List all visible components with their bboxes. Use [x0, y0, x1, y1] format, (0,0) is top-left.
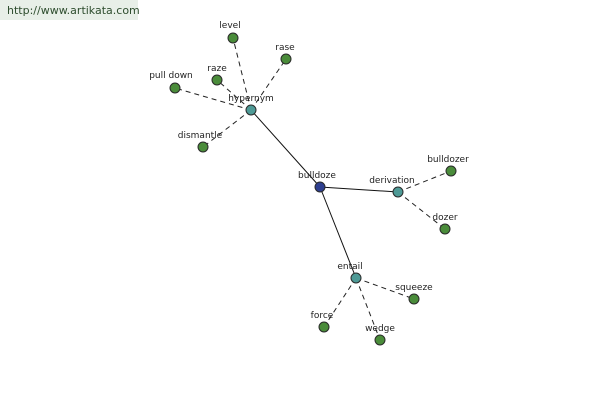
node-bulldozer[interactable] [445, 165, 457, 177]
graph-labels: bulldoze hypernym derivation entail level ras… [149, 21, 469, 334]
edge-derivation-dozer [397, 191, 446, 230]
label-derivation: derivation [369, 176, 415, 186]
node-hypernym[interactable] [245, 104, 257, 116]
label-wedge: wedge [365, 324, 395, 334]
graph-edges [174, 37, 452, 341]
node-bulldoze[interactable] [314, 181, 326, 193]
graph-nodes [169, 32, 457, 346]
edge-hypernym-level [232, 37, 252, 111]
edge-entail-wedge [355, 277, 381, 341]
node-wedge[interactable] [374, 334, 386, 346]
edge-hypernym-rase [250, 58, 287, 111]
node-dismantle[interactable] [197, 141, 209, 153]
edge-bulldoze-derivation [319, 186, 399, 193]
node-entail[interactable] [350, 272, 362, 284]
node-raze[interactable] [211, 74, 223, 86]
label-pull-down: pull down [149, 71, 193, 81]
edge-entail-squeeze [355, 277, 415, 300]
label-rase: rase [275, 43, 295, 53]
edge-hypernym-dismantle [202, 109, 252, 148]
edge-hypernym-pull_down [174, 87, 252, 111]
node-force[interactable] [318, 321, 330, 333]
edge-bulldoze-hypernym [250, 109, 321, 188]
edge-entail-force [323, 277, 357, 328]
node-squeeze[interactable] [408, 293, 420, 305]
node-pull-down[interactable] [169, 82, 181, 94]
edge-derivation-bulldozer [397, 170, 452, 193]
edge-hypernym-raze [216, 79, 252, 111]
label-hypernym: hypernym [228, 94, 274, 104]
node-level[interactable] [227, 32, 239, 44]
label-force: force [311, 311, 334, 321]
label-bulldoze: bulldoze [298, 171, 336, 181]
label-squeeze: squeeze [395, 283, 433, 293]
node-dozer[interactable] [439, 223, 451, 235]
label-dozer: dozer [432, 213, 457, 223]
label-level: level [219, 21, 240, 31]
node-derivation[interactable] [392, 186, 404, 198]
label-bulldozer: bulldozer [427, 155, 469, 165]
label-entail: entail [337, 262, 362, 272]
watermark: http://www.artikata.com [0, 0, 140, 20]
node-rase[interactable] [280, 53, 292, 65]
label-raze: raze [207, 64, 227, 74]
watermark-text: http://www.artikata.com [7, 4, 140, 17]
label-dismantle: dismantle [178, 131, 223, 141]
edge-bulldoze-entail [319, 186, 357, 279]
